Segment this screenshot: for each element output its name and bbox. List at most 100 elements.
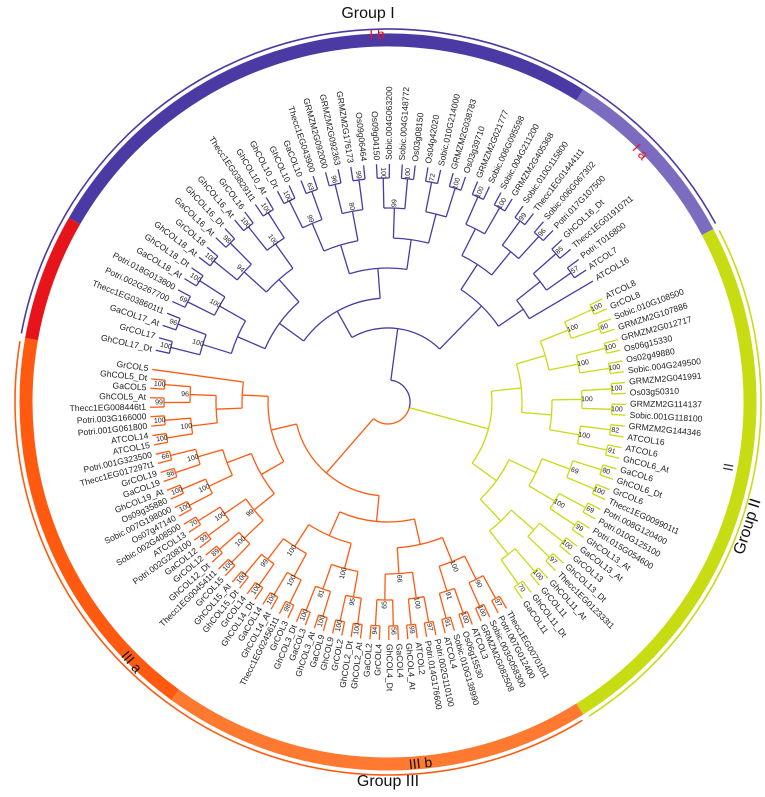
branch <box>412 165 416 180</box>
branch <box>336 310 353 338</box>
branch <box>501 220 521 246</box>
branch-arc <box>528 458 543 487</box>
branch-arc <box>549 493 560 510</box>
branch <box>246 582 256 595</box>
branch <box>530 574 541 586</box>
tip-label: Potri.003G166000 <box>76 411 146 425</box>
branch <box>549 429 580 436</box>
bootstrap-value: 96 <box>329 175 338 184</box>
branch-arc <box>425 211 447 218</box>
branch <box>331 619 337 634</box>
branch <box>500 559 520 585</box>
branch <box>341 621 346 636</box>
branch <box>406 239 412 270</box>
branch <box>458 614 464 628</box>
bootstrap-value: 66 <box>161 453 170 462</box>
tip-label: GaCOL2 <box>361 643 374 678</box>
branch <box>288 200 304 229</box>
bootstrap-value: 65 <box>381 601 388 609</box>
group-I-bracket <box>20 28 717 334</box>
branch <box>162 324 177 331</box>
branch <box>592 493 606 501</box>
bootstrap-value: 95 <box>349 597 357 606</box>
branch <box>528 280 594 320</box>
branch-arc <box>315 585 331 593</box>
bootstrap-value: 99 <box>245 508 256 518</box>
bootstrap-value: 100 <box>448 560 459 574</box>
branch <box>483 604 491 618</box>
branch <box>328 511 341 536</box>
branch <box>174 500 188 509</box>
branch <box>589 298 603 306</box>
branch <box>224 228 236 240</box>
bootstrap-value: 100 <box>604 343 617 353</box>
tip-label: Os09g06464 <box>354 112 369 162</box>
branch <box>262 592 271 605</box>
branch <box>546 272 572 291</box>
bootstrap-value: 100 <box>578 432 591 441</box>
branch <box>267 538 284 560</box>
bootstrap-value: 100 <box>475 186 486 200</box>
bootstrap-value: 100 <box>566 323 580 334</box>
branch <box>474 607 482 622</box>
bootstrap-value: 99 <box>305 214 315 224</box>
bootstrap-value: 69 <box>178 295 188 305</box>
branch <box>540 329 569 342</box>
branch <box>152 368 244 383</box>
tip-label: Os09g04150 <box>370 111 382 161</box>
branch-arc <box>603 343 608 354</box>
branch-arc <box>449 185 462 191</box>
bootstrap-value: 63 <box>305 182 314 192</box>
branch <box>339 595 347 621</box>
branch <box>438 593 447 619</box>
bootstrap-value: 60 <box>600 323 610 332</box>
branch <box>359 624 363 639</box>
group-rings <box>14 28 762 776</box>
branch <box>448 172 454 187</box>
branch <box>265 197 274 210</box>
branch-arc <box>267 396 285 462</box>
branch <box>374 599 378 626</box>
branch <box>288 185 296 199</box>
branch <box>567 258 580 269</box>
branch <box>516 281 541 301</box>
branch-arc <box>548 399 553 430</box>
branch <box>157 459 172 465</box>
branch <box>392 599 394 626</box>
branch-arc <box>501 244 520 260</box>
branch <box>533 221 544 233</box>
branch <box>482 186 491 200</box>
branch <box>202 343 232 355</box>
branch-arc <box>215 545 223 554</box>
branch <box>471 462 497 482</box>
branch <box>164 417 191 421</box>
branch-arc <box>255 582 264 589</box>
branch <box>559 545 571 556</box>
branch <box>289 579 302 604</box>
branch <box>551 239 563 250</box>
branch <box>606 349 621 354</box>
branch <box>565 537 578 547</box>
branch <box>276 190 285 204</box>
branch <box>183 516 197 525</box>
branch <box>170 448 196 457</box>
branch <box>187 301 215 316</box>
tip-label: Os03g50310 <box>630 386 680 398</box>
bootstrap-value: 100 <box>577 359 590 368</box>
branch <box>166 433 193 439</box>
branch <box>270 596 279 610</box>
branch-arc <box>199 334 207 355</box>
branch-arc <box>479 459 510 500</box>
branch <box>153 441 168 446</box>
branch <box>247 226 268 251</box>
branch <box>463 555 477 580</box>
branch <box>564 308 593 323</box>
bootstrap-value: 100 <box>552 498 566 510</box>
branch <box>293 553 308 577</box>
branch <box>151 424 166 427</box>
bootstrap-value: 91 <box>444 591 453 601</box>
branch <box>350 166 354 181</box>
branch <box>438 566 448 592</box>
branch <box>188 524 201 533</box>
branch <box>460 176 467 191</box>
